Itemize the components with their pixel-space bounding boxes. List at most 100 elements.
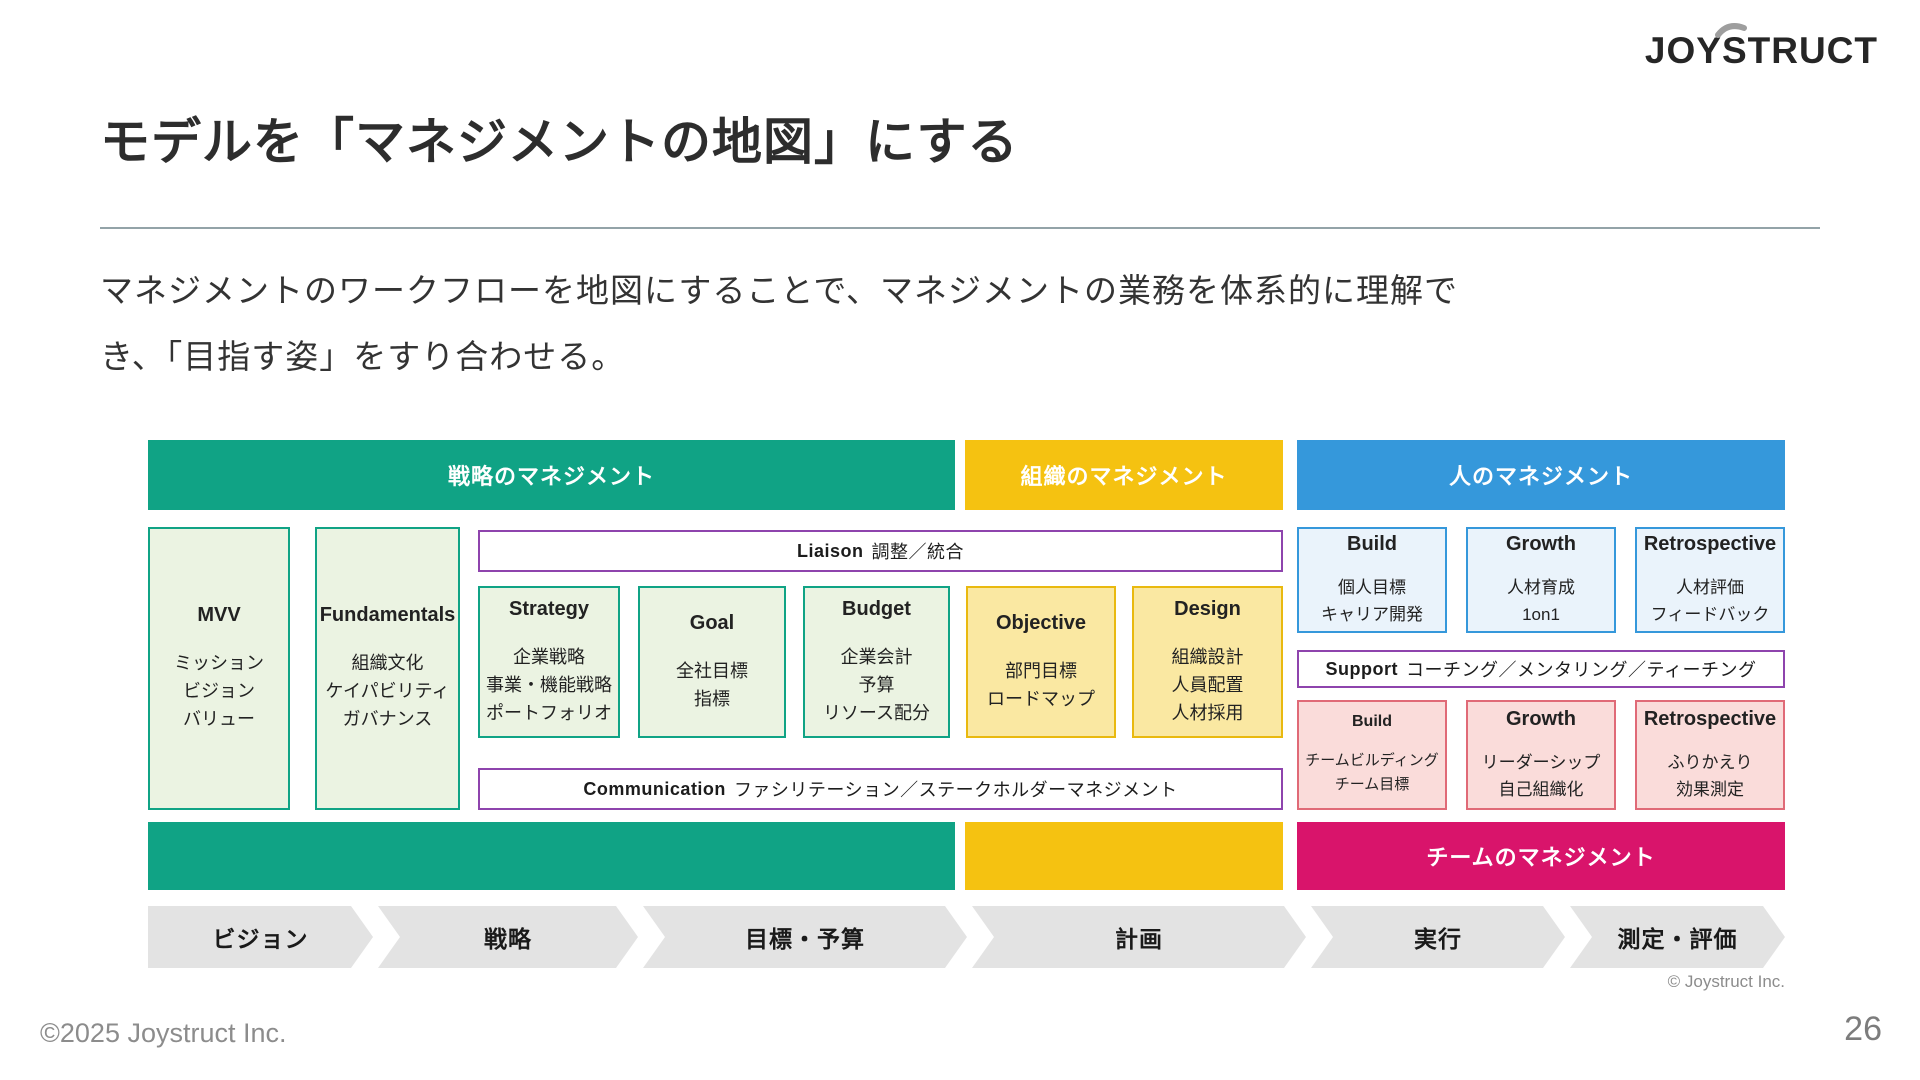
box-team-growth: Growth リーダーシップ 自己組織化 bbox=[1466, 700, 1616, 810]
body-line-1: マネジメントのワークフローを地図にすることで、マネジメントの業務を体系的に理解で bbox=[100, 272, 1459, 309]
box-line: ガバナンス bbox=[342, 709, 433, 729]
box-line: 予算 bbox=[858, 674, 895, 695]
box-line: 人材育成 bbox=[1507, 577, 1575, 597]
flow-arrow-label: 戦略 bbox=[484, 926, 532, 952]
header-strategy-management: 戦略のマネジメント bbox=[148, 440, 955, 510]
box-line: 企業戦略 bbox=[513, 646, 585, 667]
support-bar: Support コーチング／メンタリング／ティーチング bbox=[1297, 650, 1785, 688]
box-line: ポートフォリオ bbox=[486, 702, 612, 723]
box-goal: Goal 全社目標 指標 bbox=[638, 586, 786, 738]
box-line: 個人目標 bbox=[1338, 577, 1406, 597]
box-line: 事業・機能戦略 bbox=[486, 674, 612, 695]
box-title: Build bbox=[1347, 532, 1397, 555]
logo-text-s: S bbox=[1721, 30, 1748, 71]
flow-arrow-label: 測定・評価 bbox=[1617, 926, 1738, 952]
box-people-growth: Growth 人材育成 1on1 bbox=[1466, 527, 1616, 633]
box-budget: Budget 企業会計 予算 リソース配分 bbox=[803, 586, 950, 738]
flow-arrow-goal-budget: 目標・予算 bbox=[643, 906, 967, 968]
logo-text-pre: JOY bbox=[1644, 30, 1722, 71]
box-line: ケイパビリティ bbox=[325, 681, 450, 701]
box-line: 人材評価 bbox=[1675, 577, 1744, 597]
header-label: 戦略のマネジメント bbox=[447, 464, 655, 489]
header-label: 人のマネジメント bbox=[1448, 464, 1633, 489]
logo-text-post: TRUCT bbox=[1747, 30, 1878, 71]
box-line: リソース配分 bbox=[822, 702, 931, 723]
liaison-bar: Liaison 調整／統合 bbox=[478, 530, 1283, 572]
box-mvv: MVV ミッション ビジョン バリュー bbox=[148, 527, 290, 810]
box-title: Design bbox=[1174, 597, 1241, 620]
box-line: キャリア開発 bbox=[1321, 604, 1423, 624]
flow-arrow-measure-evaluate: 測定・評価 bbox=[1570, 906, 1785, 968]
box-title: Goal bbox=[689, 611, 735, 634]
flow-arrow-label: 計画 bbox=[1115, 926, 1163, 952]
box-line: ビジョン bbox=[183, 681, 255, 701]
box-line: 組織設計 bbox=[1171, 646, 1244, 667]
box-title: Objective bbox=[995, 611, 1087, 634]
box-line: 部門目標 bbox=[1005, 660, 1077, 681]
diagram-credit: © Joystruct Inc. bbox=[1667, 972, 1785, 991]
page-title: モデルを「マネジメントの地図」にする bbox=[100, 114, 1019, 170]
header-people-management: 人のマネジメント bbox=[1297, 440, 1785, 510]
box-title: Strategy bbox=[508, 597, 590, 620]
box-title: Growth bbox=[1506, 532, 1576, 555]
box-people-retrospective: Retrospective 人材評価 フィードバック bbox=[1635, 527, 1785, 633]
bar-ja-label: コーチング／メンタリング／ティーチング bbox=[1406, 660, 1757, 680]
bar-ja-label: 調整／統合 bbox=[871, 542, 964, 562]
box-people-build: Build 個人目標 キャリア開発 bbox=[1297, 527, 1447, 633]
box-team-build: Build チームビルディング チーム目標 bbox=[1297, 700, 1447, 810]
flow-arrow-plan: 計画 bbox=[972, 906, 1306, 968]
box-line: ミッション bbox=[174, 653, 264, 673]
box-line: ロードマップ bbox=[987, 688, 1095, 709]
box-line: 企業会計 bbox=[840, 646, 913, 667]
box-title: Growth bbox=[1506, 707, 1576, 730]
bottom-bar-label: チームのマネジメント bbox=[1426, 845, 1656, 870]
box-title: MVV bbox=[197, 604, 241, 626]
flow-arrow-label: 実行 bbox=[1414, 926, 1462, 952]
box-line: バリュー bbox=[183, 709, 255, 729]
bottom-bar-team-management: チームのマネジメント bbox=[1297, 822, 1785, 890]
box-line: チームビルディング bbox=[1305, 752, 1439, 769]
box-line: 1on1 bbox=[1522, 604, 1560, 624]
box-title: Retrospective bbox=[1643, 532, 1777, 555]
box-line: 組織文化 bbox=[351, 653, 424, 673]
flow-arrow-label: 目標・予算 bbox=[745, 926, 865, 952]
box-fundamentals: Fundamentals 組織文化 ケイパビリティ ガバナンス bbox=[315, 527, 460, 810]
box-title: Fundamentals bbox=[319, 604, 456, 626]
box-line: フィードバック bbox=[1650, 604, 1770, 624]
box-line: 効果測定 bbox=[1676, 779, 1744, 799]
box-line: チーム目標 bbox=[1334, 776, 1410, 793]
box-objective: Objective 部門目標 ロードマップ bbox=[966, 586, 1116, 738]
header-organization-management: 組織のマネジメント bbox=[965, 440, 1283, 510]
bottom-bar-strategy bbox=[148, 822, 955, 890]
header-label: 組織のマネジメント bbox=[1020, 464, 1228, 489]
body-line-2: き、「目指す姿」をすり合わせる。 bbox=[100, 338, 626, 375]
flow-arrow-vision: ビジョン bbox=[148, 906, 373, 968]
logo-swoosh-icon bbox=[1714, 23, 1747, 38]
flow-arrow-execute: 実行 bbox=[1311, 906, 1565, 968]
bar-en-label: Support bbox=[1325, 658, 1399, 679]
body-text: マネジメントのワークフローを地図にすることで、マネジメントの業務を体系的に理解で… bbox=[100, 258, 1458, 390]
box-line: 人材採用 bbox=[1171, 702, 1244, 723]
bar-en-label: Communication bbox=[583, 778, 726, 799]
box-title: Build bbox=[1352, 713, 1392, 730]
box-title: Retrospective bbox=[1643, 707, 1777, 730]
box-strategy: Strategy 企業戦略 事業・機能戦略 ポートフォリオ bbox=[478, 586, 620, 738]
box-line: 人員配置 bbox=[1171, 674, 1244, 695]
title-divider bbox=[100, 227, 1820, 229]
bottom-bar-organization bbox=[965, 822, 1283, 890]
box-design: Design 組織設計 人員配置 人材採用 bbox=[1132, 586, 1283, 738]
bar-ja-label: ファシリテーション／ステークホルダーマネジメント bbox=[733, 780, 1178, 800]
box-line: リーダーシップ bbox=[1481, 752, 1601, 772]
communication-bar: Communication ファシリテーション／ステークホルダーマネジメント bbox=[478, 768, 1283, 810]
box-team-retrospective: Retrospective ふりかえり 効果測定 bbox=[1635, 700, 1785, 810]
box-line: 自己組織化 bbox=[1498, 779, 1584, 799]
box-line: ふりかえり bbox=[1667, 752, 1753, 772]
box-title: Budget bbox=[842, 597, 911, 620]
box-line: 全社目標 bbox=[676, 660, 748, 681]
box-line: 指標 bbox=[694, 688, 730, 709]
page-number: 26 bbox=[1844, 1010, 1882, 1048]
bar-en-label: Liaison bbox=[796, 540, 864, 561]
flow-arrow-label: ビジョン bbox=[212, 926, 309, 952]
flow-arrow-strategy: 戦略 bbox=[378, 906, 638, 968]
